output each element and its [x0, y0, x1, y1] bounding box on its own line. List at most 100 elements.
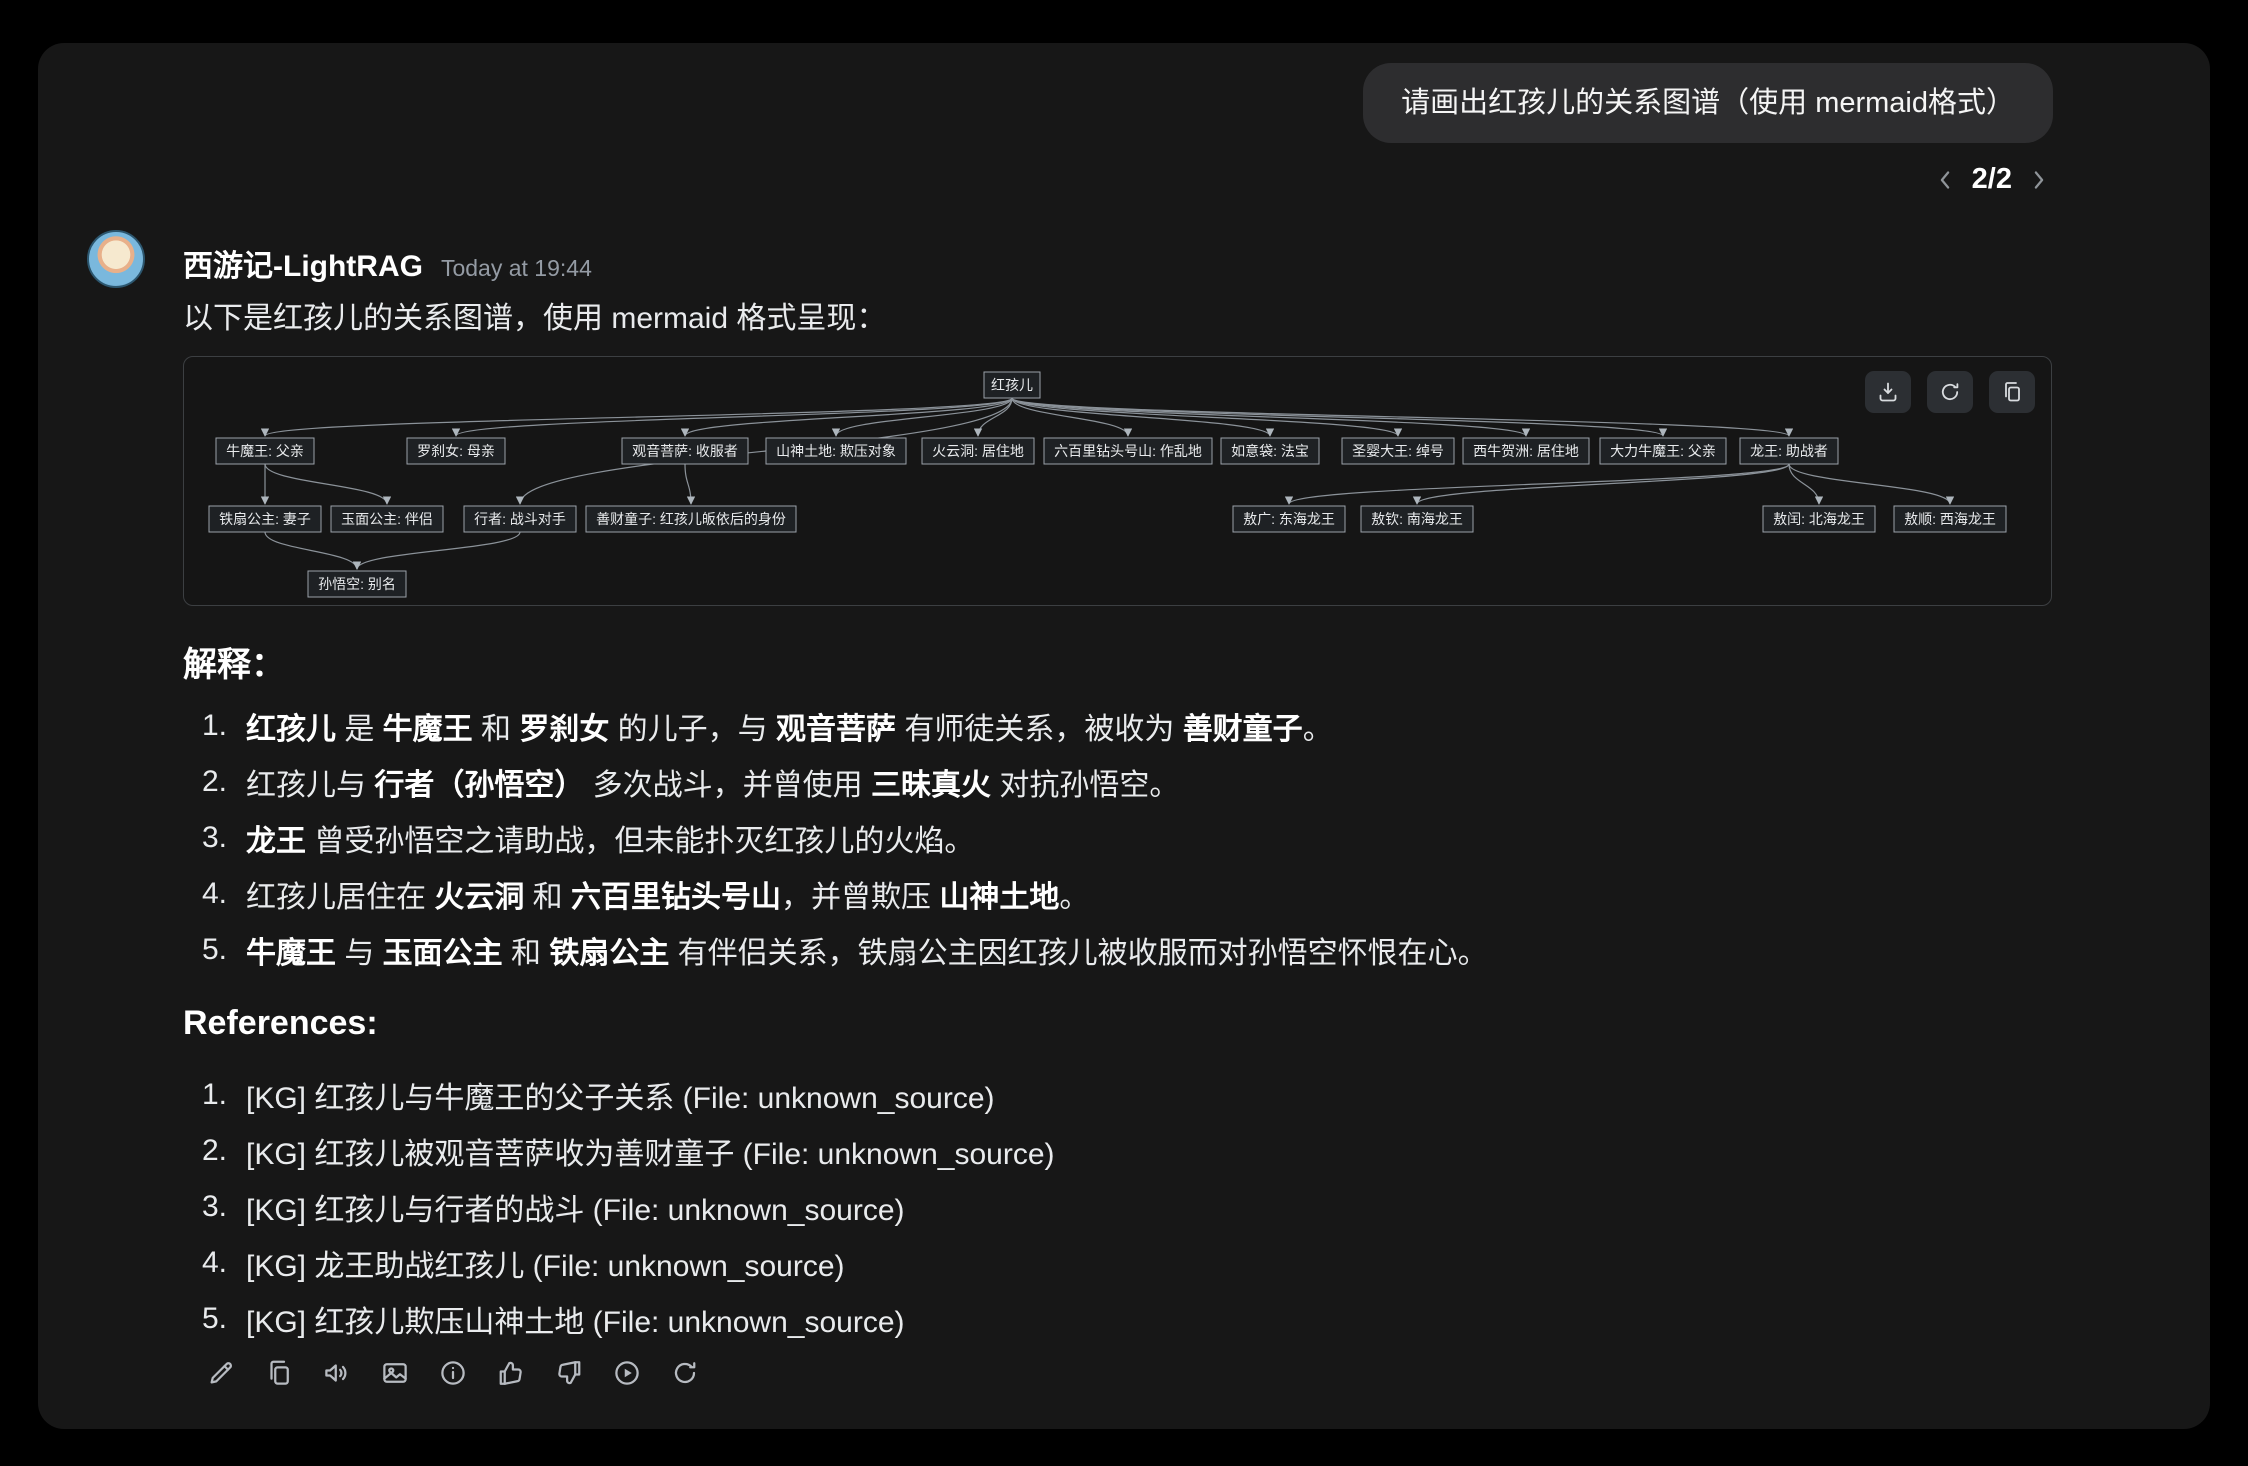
graph-edge: [1011, 397, 1793, 437]
graph-node: 龙王: 助战者: [1739, 437, 1839, 465]
graph-edge: [684, 463, 696, 505]
graph-node: 行者: 战斗对手: [463, 505, 577, 533]
svg-text:西牛贺洲: 居住地: 西牛贺洲: 居住地: [1473, 443, 1579, 459]
explanation-item: 5. 牛魔王 与 玉面公主 和 铁扇公主 有伴侣关系，铁扇公主因红孩儿被收服而对孙…: [183, 922, 1488, 978]
copy-icon: [270, 1360, 289, 1385]
graph-edge: [1011, 397, 1667, 437]
graph-node: 大力牛魔王: 父亲: [1599, 437, 1727, 465]
graph-node: 敖广: 东海龙王: [1232, 505, 1346, 533]
user-message: 请画出红孩儿的关系图谱（使用 mermaid格式）: [1363, 63, 2053, 143]
speak-button[interactable]: [321, 1357, 353, 1389]
graph-edge: [261, 397, 1013, 437]
download-icon: [1879, 382, 1897, 402]
image-button[interactable]: [379, 1357, 411, 1389]
regenerate-icon: [674, 1362, 696, 1384]
speak-icon: [325, 1364, 347, 1382]
graph-edge: [1788, 463, 1955, 505]
assistant-message-header: 西游记-LightRAG Today at 19:44: [183, 241, 592, 285]
reference-item: 2. [KG] 红孩儿被观音菩萨收为善财童子 (File: unknown_sou…: [183, 1123, 1055, 1179]
svg-text:牛魔王: 父亲: 牛魔王: 父亲: [226, 443, 304, 459]
play-icon: [615, 1361, 639, 1385]
graph-node: 善财童子: 红孩儿皈依后的身份: [585, 505, 797, 533]
graph-edge: [1011, 397, 1133, 437]
svg-text:大力牛魔王: 父亲: 大力牛魔王: 父亲: [1610, 443, 1716, 459]
edit-button[interactable]: [205, 1357, 237, 1389]
graph-node: 红孩儿: [983, 371, 1041, 399]
diagram-toolbar: [1865, 371, 2035, 413]
graph-edge: [352, 531, 521, 570]
copy-button[interactable]: [263, 1357, 295, 1389]
bot-avatar[interactable]: [87, 230, 145, 288]
graph-node: 牛魔王: 父亲: [215, 437, 315, 465]
download-button[interactable]: [1865, 371, 1911, 413]
graph-node: 火云洞: 居住地: [921, 437, 1035, 465]
reference-item-text: [KG] 红孩儿与行者的战斗 (File: unknown_source): [246, 1194, 905, 1227]
explanation-item-text: 红孩儿与 行者（孙悟空） 多次战斗，并曾使用 三昧真火 对抗孙悟空。: [246, 769, 1180, 802]
svg-text:敖顺: 西海龙王: 敖顺: 西海龙王: [1904, 511, 1996, 527]
page-indicator: 2/2: [1971, 163, 2012, 195]
graph-edge: [1011, 397, 1530, 437]
list-number: 2.: [201, 1134, 227, 1167]
references-heading: References:: [183, 1004, 378, 1042]
graph-edge: [1011, 397, 1403, 437]
svg-text:罗刹女: 母亲: 罗刹女: 母亲: [417, 443, 495, 459]
clipboard-icon: [2005, 382, 2020, 402]
list-number: 2.: [201, 765, 227, 798]
explanation-item-text: 牛魔王 与 玉面公主 和 铁扇公主 有伴侣关系，铁扇公主因红孩儿被收服而对孙悟空…: [246, 937, 1488, 970]
explanation-list: 1.红孩儿 是 牛魔王 和 罗刹女 的儿子，与 观音菩萨 有师徒关系，被收为 善…: [183, 698, 1488, 978]
chat-window: 请画出红孩儿的关系图谱（使用 mermaid格式） 2/2 西游记-LightR…: [38, 43, 2210, 1429]
graph-edge: [1284, 463, 1790, 505]
svg-text:山神土地: 欺压对象: 山神土地: 欺压对象: [776, 443, 896, 459]
graph-edge: [452, 397, 1013, 437]
graph-node: 敖顺: 西海龙王: [1893, 505, 2007, 533]
play-button[interactable]: [611, 1357, 643, 1389]
svg-text:铁扇公主: 妻子: 铁扇公主: 妻子: [219, 511, 311, 527]
graph-node: 西牛贺洲: 居住地: [1462, 437, 1590, 465]
bot-name: 西游记-LightRAG: [183, 250, 423, 283]
reference-item: 4.[KG] 龙王助战红孩儿 (File: unknown_source): [183, 1235, 1055, 1291]
refresh-button[interactable]: [1927, 371, 1973, 413]
explanation-item-text: 红孩儿居住在 火云洞 和 六百里钻头号山，并曾欺压 山神土地。: [246, 881, 1090, 914]
svg-text:敖广: 东海龙王: 敖广: 东海龙王: [1243, 511, 1335, 527]
graph-edge: [264, 531, 362, 570]
graph-edge: [680, 397, 1013, 437]
graph-node: 山神土地: 欺压对象: [765, 437, 907, 465]
svg-text:善财童子: 红孩儿皈依后的身份: 善财童子: 红孩儿皈依后的身份: [596, 511, 786, 527]
graph-node: 敖钦: 南海龙王: [1360, 505, 1474, 533]
user-message-text: 请画出红孩儿的关系图谱（使用 mermaid格式）: [1401, 87, 2015, 119]
next-page-button[interactable]: [2024, 165, 2054, 195]
message-pagination: 2/2: [1930, 163, 2054, 196]
message-timestamp: Today at 19:44: [440, 255, 592, 281]
reference-item: 5.[KG] 红孩儿欺压山神土地 (File: unknown_source): [183, 1291, 1055, 1347]
graph-node: 观音菩萨: 收服者: [621, 437, 749, 465]
regenerate-button[interactable]: [669, 1357, 701, 1389]
explanation-item-text: 红孩儿 是 牛魔王 和 罗刹女 的儿子，与 观音菩萨 有师徒关系，被收为 善财童…: [246, 713, 1333, 746]
list-number: 5.: [201, 1302, 227, 1335]
reference-item-text: [KG] 红孩儿被观音菩萨收为善财童子 (File: unknown_sourc…: [246, 1138, 1055, 1171]
svg-text:圣婴大王: 绰号: 圣婴大王: 绰号: [1352, 443, 1444, 459]
info-icon: [441, 1361, 465, 1385]
graph-edge: [1011, 397, 1275, 437]
edit-icon: [210, 1362, 232, 1384]
thumbs-up-button[interactable]: [495, 1357, 527, 1389]
explanation-item-text: 龙王 曾受孙悟空之请助战，但未能扑灭红孩儿的火焰。: [246, 825, 975, 858]
graph-edge: [264, 463, 392, 505]
reference-item-text: [KG] 红孩儿与牛魔王的父子关系 (File: unknown_source): [246, 1082, 995, 1115]
list-number: 1.: [201, 1078, 227, 1111]
thumbs-down-icon: [558, 1361, 581, 1385]
thumbs-down-button[interactable]: [553, 1357, 585, 1389]
reference-item: 1. [KG] 红孩儿与牛魔王的父子关系 (File: unknown_sourc…: [183, 1067, 1055, 1123]
svg-text:敖闰: 北海龙王: 敖闰: 北海龙王: [1773, 511, 1865, 527]
graph-node: 玉面公主: 伴侣: [330, 505, 444, 533]
graph-node: 铁扇公主: 妻子: [208, 505, 322, 533]
clipboard-button[interactable]: [1989, 371, 2035, 413]
svg-text:龙王: 助战者: 龙王: 助战者: [1750, 443, 1828, 459]
svg-text:火云洞: 居住地: 火云洞: 居住地: [932, 443, 1024, 459]
info-button[interactable]: [437, 1357, 469, 1389]
prev-page-button[interactable]: [1930, 165, 1960, 195]
list-number: 5.: [201, 933, 227, 966]
list-number: 3.: [201, 821, 227, 854]
explanation-item: 4.红孩儿居住在 火云洞 和 六百里钻头号山，并曾欺压 山神土地。: [183, 866, 1488, 922]
graph-node: 如意袋: 法宝: [1220, 437, 1320, 465]
